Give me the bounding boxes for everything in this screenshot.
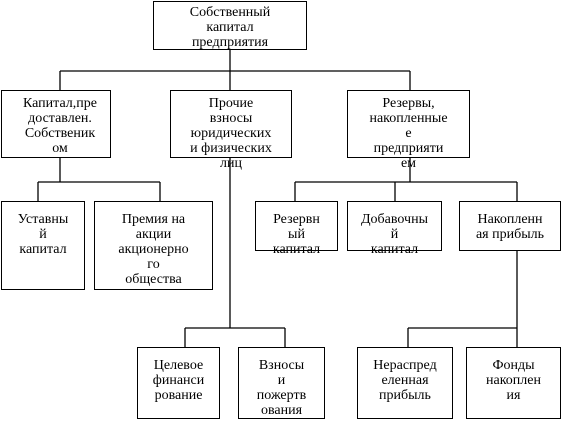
node-share-premium xyxy=(94,201,213,290)
node-donations xyxy=(238,347,325,419)
node-owner-capital xyxy=(1,90,111,158)
node-undistributed-profit xyxy=(357,347,453,419)
node-owner-capital-label: Капитал,пре доставлен. Собственик ом xyxy=(23,96,97,156)
node-other-contributions xyxy=(170,90,292,158)
node-additional-capital-label: Добавочны й капитал xyxy=(361,212,428,257)
node-root-label: Собственный капитал предприятия xyxy=(189,5,271,50)
node-accumulation-funds xyxy=(466,347,561,419)
node-accumulation-funds-label: Фонды накоплен ия xyxy=(486,358,541,403)
node-additional-capital xyxy=(347,201,442,251)
node-other-contributions-label: Прочие взносы юридических и физических л… xyxy=(190,96,272,171)
node-share-premium-label: Премия на акции акционерно го общества xyxy=(118,212,189,287)
node-donations-label: Взносы и пожертв ования xyxy=(256,358,307,418)
node-reserves-label: Резервы, накопленные е предприяти ем xyxy=(369,96,448,171)
node-root xyxy=(153,1,307,50)
node-targeted-financing-label: Целевое финанси рование xyxy=(152,358,205,403)
node-charter-capital-label: Уставны й капитал xyxy=(17,212,69,257)
node-reserve-capital xyxy=(255,201,338,251)
node-undistributed-profit-label: Нераспред еленная прибыль xyxy=(373,358,437,403)
node-charter-capital xyxy=(1,201,85,290)
node-targeted-financing xyxy=(137,347,220,419)
node-reserves xyxy=(347,90,470,158)
node-accumulated-profit-label: Накопленн ая прибыль xyxy=(475,212,545,242)
node-reserve-capital-label: Резервн ый капитал xyxy=(272,212,321,257)
node-accumulated-profit xyxy=(459,201,561,251)
